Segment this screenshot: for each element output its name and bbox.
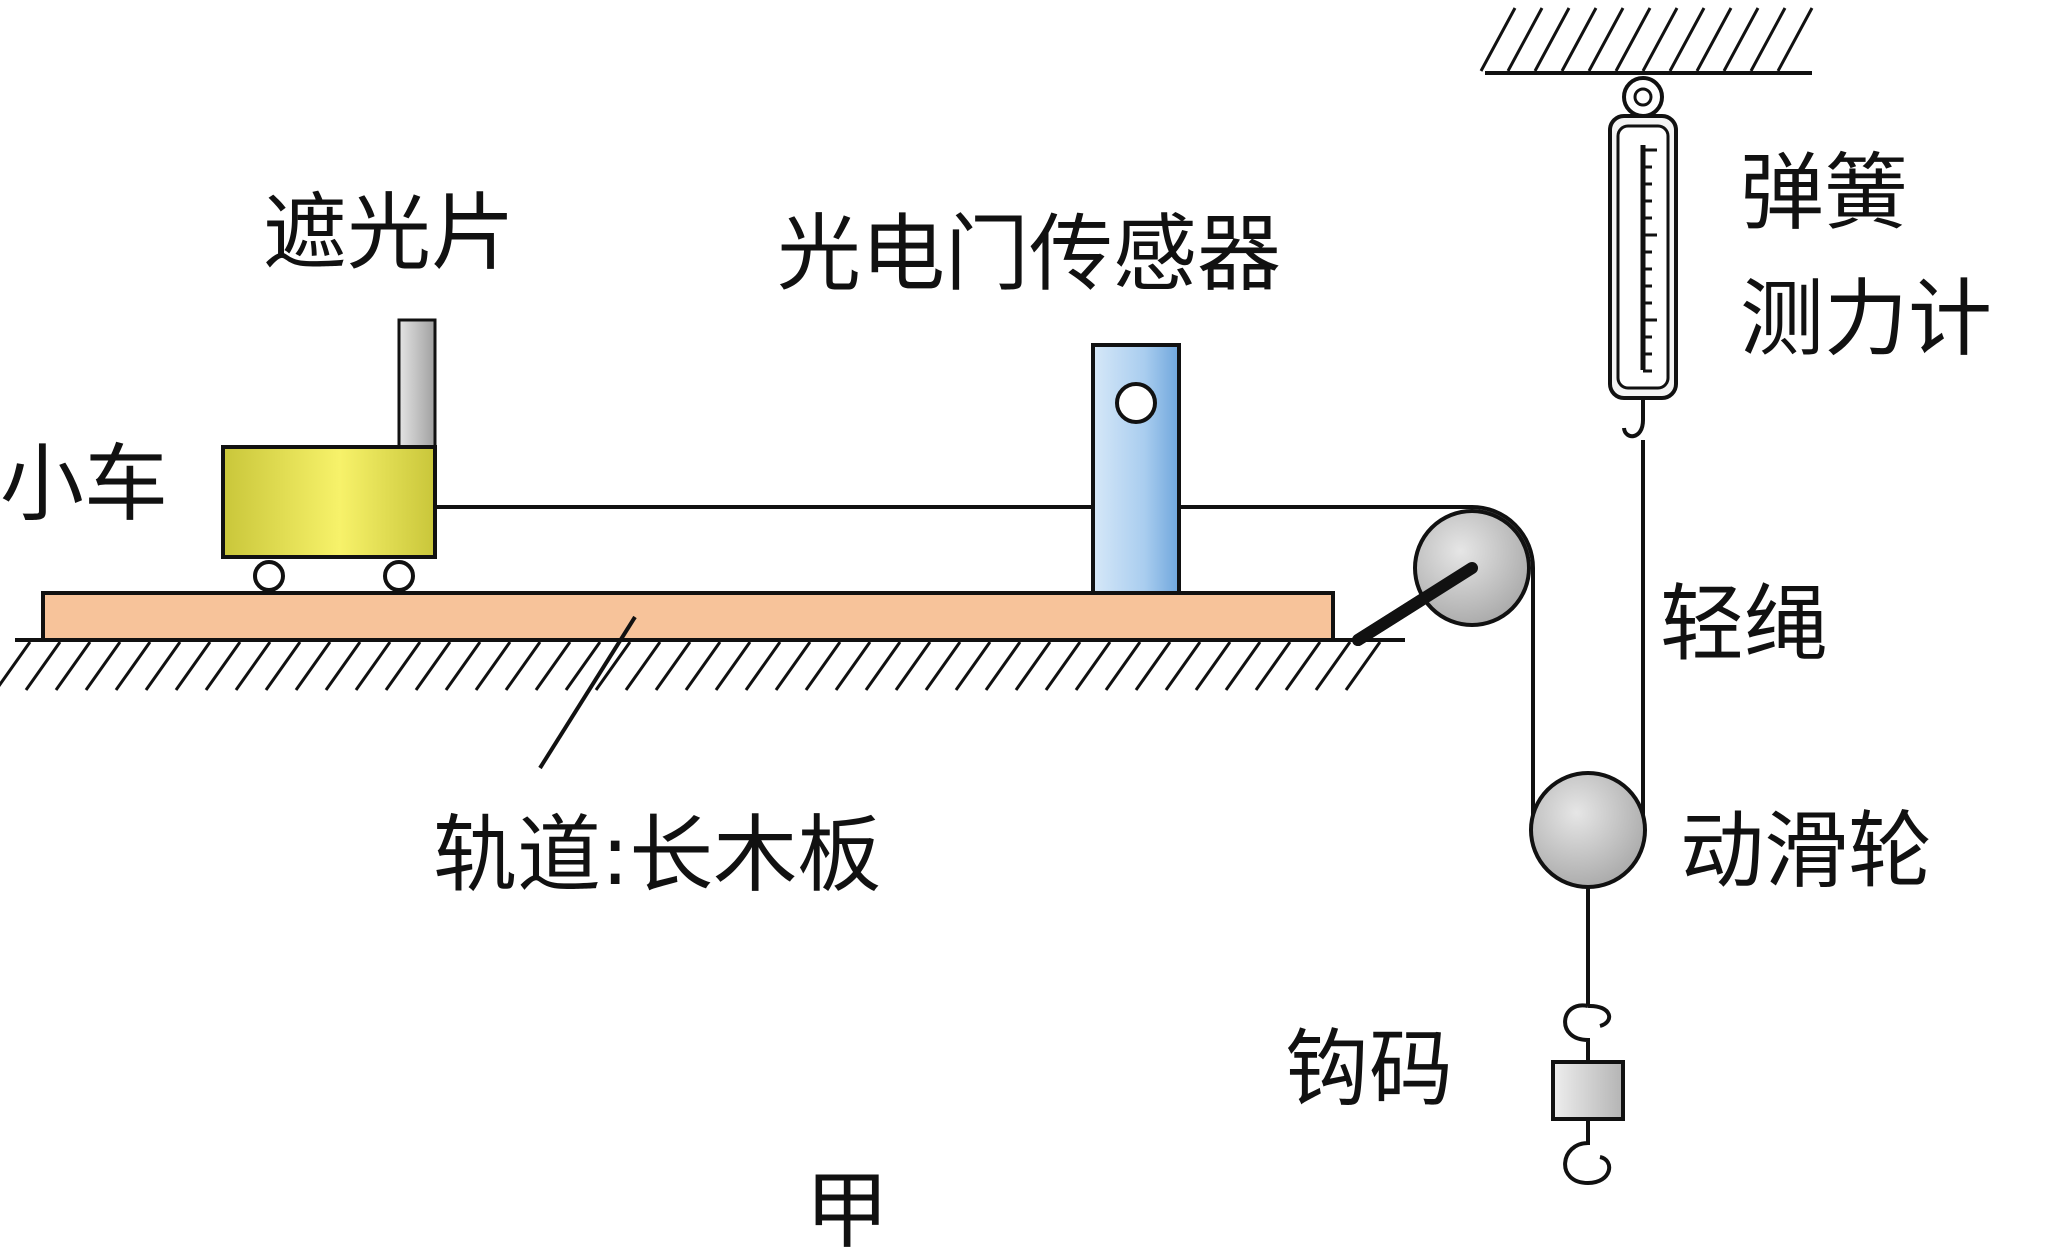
long-board [41, 591, 1335, 642]
ground-hatch-line [1224, 641, 1262, 691]
ceiling-hatch-line [1560, 7, 1598, 72]
ground-hatch-line [864, 641, 902, 691]
ground-hatch-line [444, 641, 482, 691]
label-shade: 遮光片 [263, 184, 515, 282]
ground-hatch-line [144, 641, 182, 691]
ground-hatch-line [1164, 641, 1202, 691]
ground-hatch-line [354, 641, 392, 691]
ground-hatch-line [414, 641, 452, 691]
label-spring-scale-1: 弹簧 [1740, 144, 1908, 242]
spring-scale [1608, 76, 1678, 439]
cart-wheel-right [383, 560, 415, 592]
ground-hatch-line [834, 641, 872, 691]
label-weight: 钩码 [1285, 1020, 1453, 1118]
ground-hatch-line [1044, 641, 1082, 691]
ground-hatch-line [1314, 641, 1352, 691]
ground-hatch-line [1134, 641, 1172, 691]
ceiling-hatch-line [1641, 7, 1679, 72]
ceiling-hatch-line [1506, 7, 1544, 72]
ground-hatch-line [504, 641, 542, 691]
ground-hatch-line [1104, 641, 1142, 691]
photogate-sensor [1091, 343, 1181, 595]
ceiling-hatch-line [1749, 7, 1787, 72]
ground-hatch-line [804, 641, 842, 691]
label-cart: 小车 [0, 435, 168, 533]
ceiling-hatch-line [1776, 7, 1814, 72]
cart-wheel-left [253, 560, 285, 592]
rope-over-fixed-pulley [1471, 505, 1535, 830]
ground-hatch-line [564, 641, 602, 691]
label-track: 轨道:长木板 [433, 806, 881, 904]
ground-hatch-line [624, 641, 662, 691]
ground-hatch-line [174, 641, 212, 691]
fixed-pulley [1352, 509, 1531, 646]
ground-hatch-line [714, 641, 752, 691]
hook-weight [1551, 1003, 1625, 1186]
ceiling-hatch-line [1614, 7, 1652, 72]
label-spring-scale-2: 测力计 [1740, 270, 1992, 368]
ground-hatch-line [114, 641, 152, 691]
ground-hatch-line [204, 641, 242, 691]
ground-hatch-line [0, 641, 32, 687]
ground-hatch-line [54, 641, 92, 691]
ground-hatch-line [654, 641, 692, 691]
ground-hatch-line [954, 641, 992, 691]
ground-hatch-line [84, 641, 122, 691]
cart [221, 318, 437, 592]
label-photogate: 光电门传感器 [777, 205, 1281, 303]
label-figure: 甲 [805, 1162, 889, 1256]
ground-hatch-line [294, 641, 332, 691]
shade-plate [397, 318, 437, 449]
ground-hatch-line [684, 641, 722, 691]
movable-pulley [1529, 771, 1647, 889]
ground-hatch-line [774, 641, 812, 691]
ground [0, 638, 1405, 691]
ground-hatch-line [1254, 641, 1292, 691]
ground-hatch-line [1074, 641, 1112, 691]
ground-hatch-line [324, 641, 362, 691]
ground-hatch-line [1194, 641, 1232, 691]
cart-body [221, 445, 437, 559]
ground-hatch-line [534, 641, 572, 691]
ground-hatch-line [1344, 641, 1382, 691]
ceiling-hatch-line [1695, 7, 1733, 72]
ground-hatch-line [264, 641, 302, 691]
ground-hatch-line [474, 641, 512, 691]
ground-hatch-line [744, 641, 782, 691]
ceiling-hatch-line [1668, 7, 1706, 72]
ceiling [1479, 7, 1814, 75]
track-pointer [538, 615, 637, 770]
ceiling-hatch-line [1479, 7, 1517, 72]
ground-hatch-line [234, 641, 272, 691]
ground-hatch-line [24, 641, 62, 691]
ground-hatch-line [1014, 641, 1052, 691]
ceiling-hatch-line [1533, 7, 1571, 72]
ground-hatch-line [924, 641, 962, 691]
ground-hatch-line [1284, 641, 1322, 691]
ground-hatch-line [384, 641, 422, 691]
ground-hatch-line [984, 641, 1022, 691]
ground-hatch-line [594, 641, 632, 691]
label-rope: 轻绳 [1660, 575, 1828, 673]
label-movable-pulley: 动滑轮 [1680, 802, 1932, 900]
ground-hatch-line [894, 641, 932, 691]
ceiling-hatch-line [1722, 7, 1760, 72]
ceiling-hatch-line [1587, 7, 1625, 72]
